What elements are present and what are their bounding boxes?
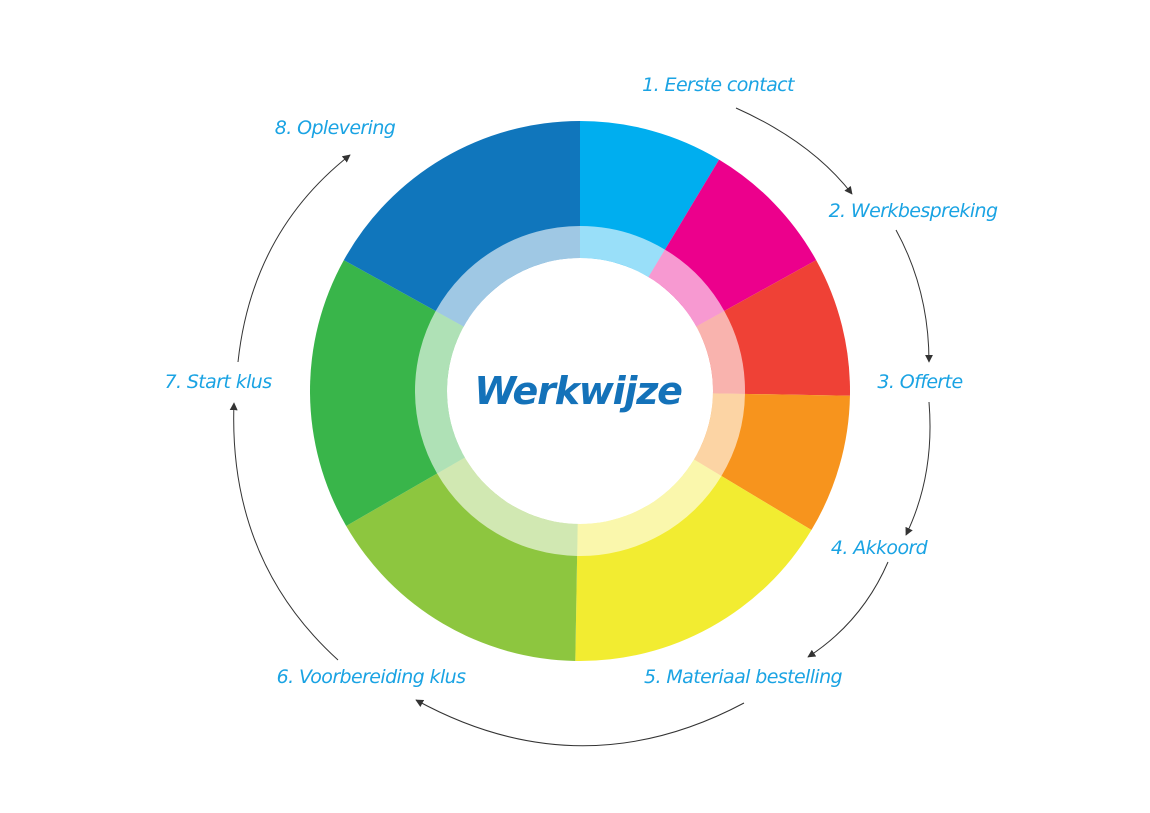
arrow-4-to-5 [807, 561, 889, 658]
step-label-eerste-contact: 1. Eerste contact [642, 74, 796, 96]
inner-ring-eerste-contact [580, 226, 665, 277]
step-label-offerte: 3. Offerte [877, 371, 962, 393]
step-label-werkbespreking: 2. Werkbespreking [829, 200, 998, 222]
step-label-voorbereiding-klus: 6. Voorbereiding klus [277, 666, 466, 688]
arrow-6-to-7 [229, 402, 339, 661]
arrow-2-to-3 [895, 229, 933, 363]
arrow-3-to-4 [905, 401, 931, 536]
inner-ring-voorbereiding-klus [437, 457, 578, 556]
inner-ring-werkbespreking [648, 249, 725, 327]
inner-ring-oplevering [435, 226, 580, 327]
center-disk [447, 258, 713, 524]
step-label-oplevering: 8. Oplevering [275, 117, 396, 139]
inner-ring-start-klus [414, 311, 465, 474]
inner-highlight-ring [414, 226, 745, 556]
inner-ring-akkoord [694, 393, 745, 476]
step-label-akkoord: 4. Akkoord [831, 537, 929, 559]
inner-ring-offerte [696, 311, 745, 394]
step-label-materiaal-bestelling: 5. Materiaal bestelling [644, 666, 843, 688]
center-title: Werkwijze [474, 369, 682, 413]
arrow-5-to-6 [415, 699, 745, 747]
arrow-1-to-2 [735, 107, 853, 195]
flow-arrows [229, 107, 933, 747]
inner-ring-materiaal-bestelling [577, 459, 722, 556]
step-labels: 1. Eerste contact 2. Werkbespreking 3. O… [164, 74, 998, 688]
arrow-7-to-8 [237, 154, 351, 363]
step-label-start-klus: 7. Start klus [164, 371, 272, 393]
